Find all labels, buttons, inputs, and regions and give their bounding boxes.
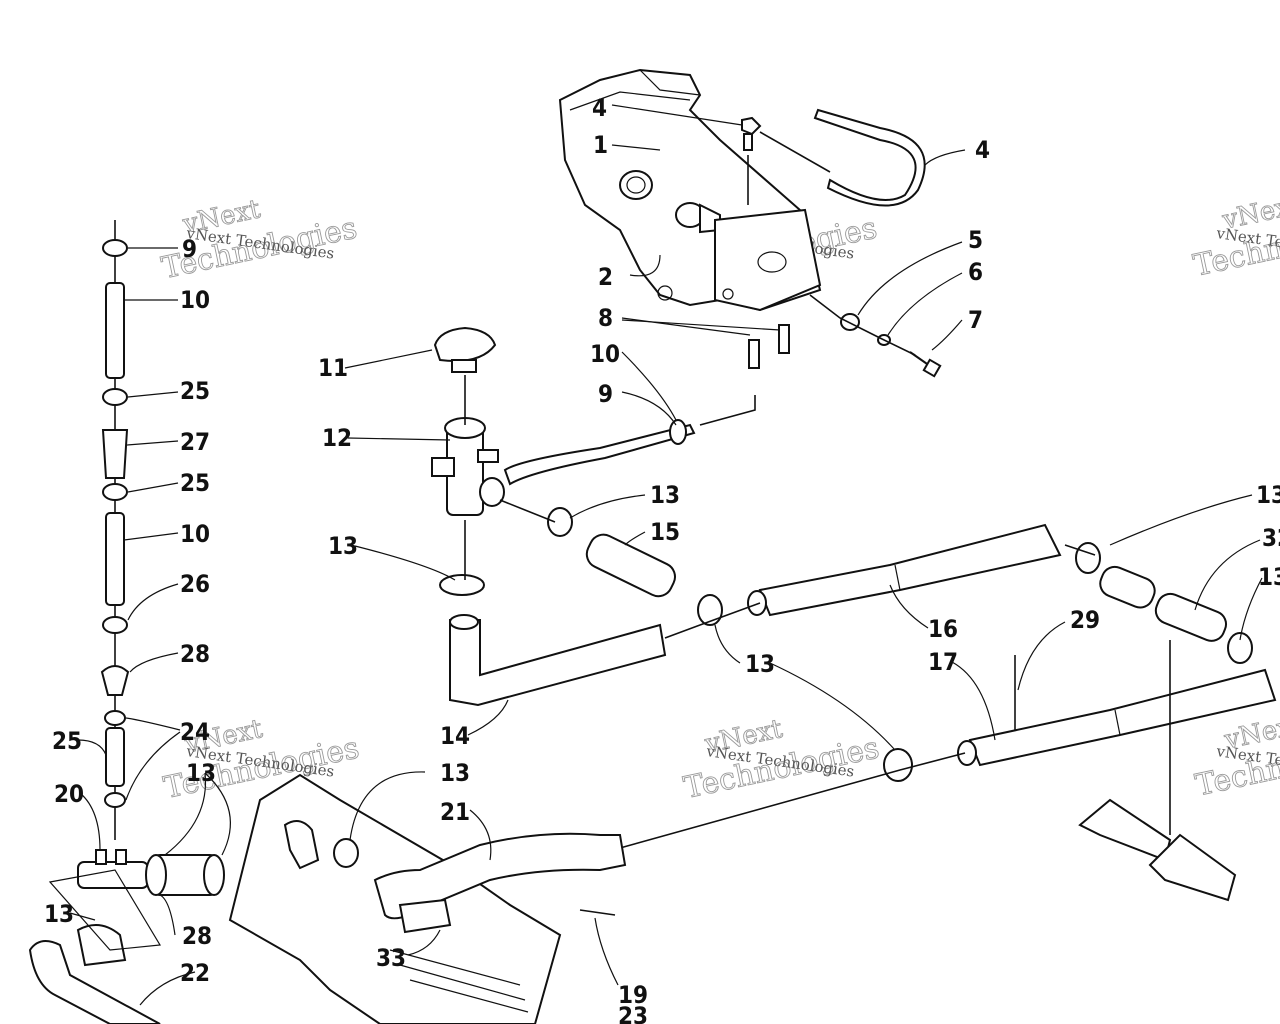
heat-exchanger-front bbox=[747, 523, 1062, 617]
coolant-hose-elbow bbox=[449, 619, 667, 707]
callout-12: 12 bbox=[322, 424, 352, 452]
callout-17: 17 bbox=[928, 648, 958, 676]
fitting-elbow bbox=[741, 116, 762, 151]
callout-28: 28 bbox=[180, 640, 210, 668]
watermark-top-left: vNext Technologies bbox=[158, 194, 360, 287]
callout-labels: 4 1 2 4 5 6 7 8 10 9 11 12 13 15 13 14 1… bbox=[44, 94, 1280, 1024]
callout-13: 13 bbox=[745, 650, 775, 678]
hose-fitting bbox=[748, 324, 790, 369]
callout-11: 11 bbox=[318, 354, 348, 382]
callout-24: 25 bbox=[52, 727, 82, 755]
callout-10: 10 bbox=[180, 520, 210, 548]
callout-5: 5 bbox=[968, 226, 983, 254]
coolant-hose-right bbox=[1099, 565, 1156, 609]
callout-4: 4 bbox=[975, 136, 990, 164]
hose-cap bbox=[283, 820, 320, 870]
callout-13: 13 bbox=[328, 532, 358, 560]
callout-6: 6 bbox=[968, 258, 983, 286]
callout-7: 7 bbox=[968, 306, 983, 334]
coolant-hose-short bbox=[585, 533, 676, 598]
hose-clamp bbox=[883, 748, 913, 782]
callout-15: 15 bbox=[650, 518, 680, 546]
callout-2: 2 bbox=[598, 263, 613, 291]
hose-clamp bbox=[1227, 632, 1253, 664]
callout-9: 9 bbox=[598, 380, 613, 408]
bypass-hose bbox=[503, 423, 696, 486]
callout-16: 16 bbox=[928, 615, 958, 643]
callout-33: 33 bbox=[376, 944, 406, 972]
hose-clamp bbox=[1075, 542, 1101, 574]
hose-clamp bbox=[669, 419, 687, 445]
callout-1: 1 bbox=[593, 131, 608, 159]
hose-clamp bbox=[697, 594, 723, 626]
callout-13: 13 bbox=[1258, 563, 1280, 591]
callout-32: 32 bbox=[1262, 524, 1280, 552]
callout-29: 29 bbox=[1070, 606, 1100, 634]
exchanger-mount bbox=[1148, 833, 1237, 902]
heater-hose bbox=[28, 940, 161, 1024]
callout-3: 4 bbox=[592, 94, 607, 122]
coolant-hose-right bbox=[1154, 592, 1228, 642]
callout-25: 25 bbox=[180, 377, 210, 405]
callout-27: 28 bbox=[182, 922, 212, 950]
clamp-band bbox=[398, 898, 452, 934]
cap-screw bbox=[909, 351, 942, 378]
washer-flat bbox=[840, 313, 860, 331]
exchanger-mount bbox=[1078, 798, 1172, 862]
callout-8: 8 bbox=[598, 304, 613, 332]
callout-13: 13 bbox=[440, 759, 470, 787]
hose-clamp-stack bbox=[100, 239, 130, 808]
callout-21: 22 bbox=[180, 959, 210, 987]
callout-18: 19 bbox=[618, 981, 648, 1009]
callout-26: 27 bbox=[180, 428, 210, 456]
callout-23: 23 bbox=[618, 1002, 648, 1024]
filler-neck-housing bbox=[431, 417, 505, 516]
callout-19: 20 bbox=[54, 780, 84, 808]
callout-14: 14 bbox=[440, 722, 470, 750]
tee-fitting bbox=[77, 849, 149, 889]
callout-13: 13 bbox=[44, 900, 74, 928]
coolant-reservoir bbox=[558, 68, 822, 312]
callout-25: 26 bbox=[180, 570, 210, 598]
callout-10: 10 bbox=[180, 286, 210, 314]
drain-screw bbox=[579, 909, 616, 916]
callout-10: 10 bbox=[590, 340, 620, 368]
hose-clamp bbox=[439, 574, 485, 596]
watermark-bottom-center: vNext Technologies bbox=[680, 714, 882, 807]
hose-clamp bbox=[547, 507, 573, 537]
hose-clamp bbox=[333, 838, 359, 868]
vent-hose bbox=[813, 108, 926, 207]
watermark-bottom-left: vNext Technologies bbox=[160, 714, 362, 807]
callout-25: 25 bbox=[180, 469, 210, 497]
callout-13: 13 bbox=[650, 481, 680, 509]
heat-exchanger-rear bbox=[957, 668, 1277, 767]
callout-22: 24 bbox=[180, 718, 210, 746]
leader-lines bbox=[69, 104, 1263, 1006]
callout-13: 13 bbox=[1256, 481, 1280, 509]
thermostat-housing bbox=[76, 924, 127, 967]
callout-9: 9 bbox=[182, 235, 197, 263]
callout-13: 13 bbox=[186, 759, 216, 787]
callout-20: 21 bbox=[440, 798, 470, 826]
radiator-cap bbox=[433, 326, 497, 373]
